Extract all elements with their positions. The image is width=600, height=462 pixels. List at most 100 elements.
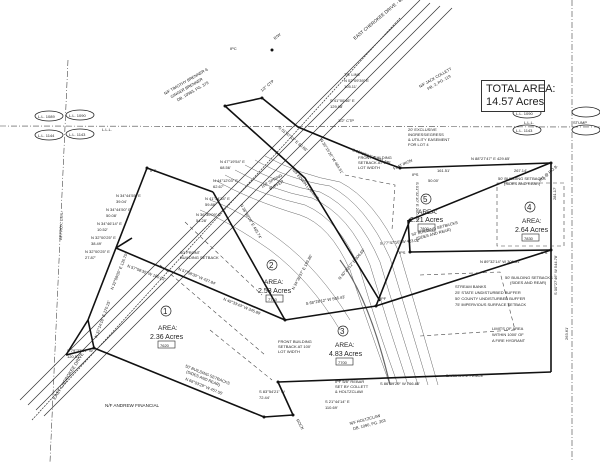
svg-text:59.88': 59.88' (205, 202, 216, 207)
note-fire-hydrant: LIMITS OF AREA WITHIN 1000' OF A FIRE HY… (492, 326, 526, 343)
ll-1090-east: L.L. 1090 (516, 111, 533, 116)
iron-pins (92, 48, 553, 419)
stump-label: STUMP (573, 120, 587, 125)
contour-lines (199, 155, 439, 386)
lot-1: 1 AREA: 2.36 Acres 7620 (150, 305, 184, 349)
svg-text:S 01°32'10" E 200.00': S 01°32'10" E 200.00' (415, 182, 420, 221)
tie-line-label: TIE LINE N 02°09'39" E 105.11' (344, 72, 369, 89)
svg-text:75' IMPERVIOUS SURFACE SETBACK: 75' IMPERVIOUS SURFACE SETBACK (455, 302, 526, 307)
svg-text:38.49': 38.49' (91, 241, 102, 246)
note-stream-buffers: STREAM BANKS 25' STATE UNDISTURBED BUFFE… (455, 284, 526, 307)
svg-text:S 00°27'46" W 544.78': S 00°27'46" W 544.78' (553, 255, 558, 295)
note-setback-lot3: 50' BUILDING SETBACKS (SIDES AND REAR) (505, 275, 553, 285)
svg-text:N 32°00'25" E: N 32°00'25" E (85, 249, 110, 254)
svg-text:N 89°32'14" W 306.61': N 89°32'14" W 306.61' (480, 259, 520, 264)
svg-text:50' BUILDING SETBACKS: 50' BUILDING SETBACKS (498, 176, 546, 181)
svg-text:N 88°27'47" E 429.65': N 88°27'47" E 429.65' (471, 156, 510, 161)
svg-text:& UTILITY EASEMENT: & UTILITY EASEMENT (408, 137, 450, 142)
lll-label: L.L.L. (102, 127, 112, 132)
svg-text:N 32°00'25" E: N 32°00'25" E (91, 235, 116, 240)
ctp-label: 1/2" CTP (259, 78, 275, 92)
svg-text:BUILDING SETBACK: BUILDING SETBACK (180, 255, 219, 260)
note-front-setback-lot5: FRONT BUILDING SETBACK AT 100' LOT WIDTH (358, 155, 392, 170)
approx-lll-label: APPROX. L.L.L. (58, 211, 64, 240)
svg-text:IPF 5/8" REBAR: IPF 5/8" REBAR (335, 379, 364, 384)
note-setback-lot4: 50' BUILDING SETBACKS (SIDES AND REAR) (498, 176, 546, 186)
total-area-box: TOTAL AREA: 14.57 Acres (481, 80, 556, 112)
ll-1143: L.L. 1143 (69, 132, 86, 137)
svg-text:7830: 7830 (524, 236, 534, 241)
svg-text:62.67': 62.67' (213, 184, 224, 189)
svg-text:50.00': 50.00' (428, 178, 439, 183)
svg-text:2.36 Acres: 2.36 Acres (150, 334, 184, 341)
note-easement: 20' EXCLUSIVE INGRESS/EGRESS & UTILITY E… (408, 127, 450, 147)
ctp-label-2: 1/2" CTP (338, 118, 354, 123)
svg-text:7700: 7700 (338, 360, 348, 365)
svg-text:25' STATE UNDISTURBED BUFFER: 25' STATE UNDISTURBED BUFFER (455, 290, 521, 295)
owner-brenner: N/F TIMOTHY BRENNER & GINGER BRENNER DB.… (163, 66, 210, 102)
svg-text:TIE LINE: TIE LINE (344, 72, 361, 77)
svg-text:39.04': 39.04' (116, 199, 127, 204)
ips-label: IPS (399, 250, 406, 255)
svg-text:54.28': 54.28' (196, 218, 207, 223)
svg-text:N 44°12'03" E: N 44°12'03" E (213, 178, 238, 183)
total-area-label: TOTAL AREA: (486, 83, 556, 95)
svg-text:S 41°00'46" E: S 41°00'46" E (330, 98, 355, 103)
svg-text:5: 5 (423, 195, 428, 204)
owner-lummus: N/F EDWIN LUMMUS (291, 167, 320, 201)
barb-fence-label: BARB WIRE FENCE (446, 373, 483, 378)
svg-text:N 36°30'09" E: N 36°30'09" E (196, 212, 221, 217)
svg-text:7620: 7620 (160, 343, 170, 348)
svg-text:N 34°44'50" E: N 34°44'50" E (106, 207, 131, 212)
svg-text:N 34°36'37" E 193.86': N 34°36'37" E 193.86' (290, 253, 313, 290)
ll-1143-east: L.L. 1143 (516, 128, 533, 133)
svg-text:SETBACK AT 100': SETBACK AT 100' (278, 344, 311, 349)
svg-text:N 47°19'54" E: N 47°19'54" E (220, 159, 245, 164)
svg-text:N 02°09'39" E: N 02°09'39" E (344, 78, 369, 83)
svg-text:LOT WIDTH: LOT WIDTH (358, 165, 380, 170)
lot-boundaries (65, 97, 552, 418)
svg-text:AREA:: AREA: (522, 218, 542, 225)
setback-lines (159, 174, 565, 381)
ipf-label: IPF (380, 296, 387, 301)
lot-3: 3 AREA: 4.83 Acres 7700 (329, 325, 363, 366)
svg-text:AREA:: AREA: (335, 342, 355, 349)
svg-text:AREA:: AREA: (264, 279, 284, 286)
svg-text:LOT WIDTH: LOT WIDTH (278, 349, 300, 354)
rw-label: R/W (272, 32, 281, 41)
svg-text:AREA:: AREA: (158, 325, 178, 332)
svg-text:S 77°47'10" W 423.02': S 77°47'10" W 423.02' (380, 238, 420, 246)
svg-text:SET BY COLLETT: SET BY COLLETT (335, 384, 369, 389)
note-rebar: IPF 5/8" REBAR SET BY COLLETT & HOLTZCLA… (335, 379, 369, 394)
svg-text:68.56': 68.56' (220, 165, 231, 170)
svg-text:N 41°34'34" E: N 41°34'34" E (205, 196, 230, 201)
lot-4: 4 AREA: 2.64 Acres 7830 (515, 201, 549, 242)
svg-text:INGRESS/EGRESS: INGRESS/EGRESS (408, 132, 444, 137)
lot-2: 2 AREA: 2.53 Acres 7750 (258, 259, 292, 303)
svg-text:267.14': 267.14' (514, 168, 527, 173)
note-front-setback-lot3: FRONT BUILDING SETBACK AT 100' LOT WIDTH (278, 339, 312, 354)
lot-5: 5 AREA: 2.21 Acres 7800 (410, 193, 444, 232)
ips-label-4: IPS (150, 168, 157, 173)
note-50-front-setback: 50' FRONT BUILDING SETBACK (180, 250, 219, 260)
ll-1089: L.L. 1089 (38, 114, 55, 119)
svg-text:SETBACK AT 100': SETBACK AT 100' (358, 160, 391, 165)
svg-text:263.61': 263.61' (564, 327, 569, 340)
owner-collett: N/F JACK COLLETT PB. 2, PG. 119 (418, 66, 453, 91)
svg-text:110.69': 110.69' (325, 405, 338, 410)
owner-andrew: N/F ANDREW FINANCIAL (105, 403, 160, 408)
svg-text:4.83 Acres: 4.83 Acres (329, 351, 363, 358)
svg-text:LIMITS OF AREA: LIMITS OF AREA (492, 326, 524, 331)
svg-text:2: 2 (269, 261, 274, 270)
svg-text:105.11': 105.11' (344, 84, 357, 89)
svg-text:S 86°59'29" W 766.80': S 86°59'29" W 766.80' (380, 381, 420, 386)
ips-label-2: IPS (412, 172, 419, 177)
svg-text:2.64 Acres: 2.64 Acres (515, 227, 549, 234)
rock-label: ROCK (295, 418, 305, 431)
svg-text:STREAM BANKS: STREAM BANKS (455, 284, 487, 289)
svg-text:(SIDES AND REAR): (SIDES AND REAR) (510, 280, 547, 285)
ll-1144: L.L. 1144 (38, 133, 55, 138)
svg-text:7800: 7800 (420, 226, 430, 231)
svg-text:S 79°32'31" W: S 79°32'31" W (67, 348, 93, 353)
